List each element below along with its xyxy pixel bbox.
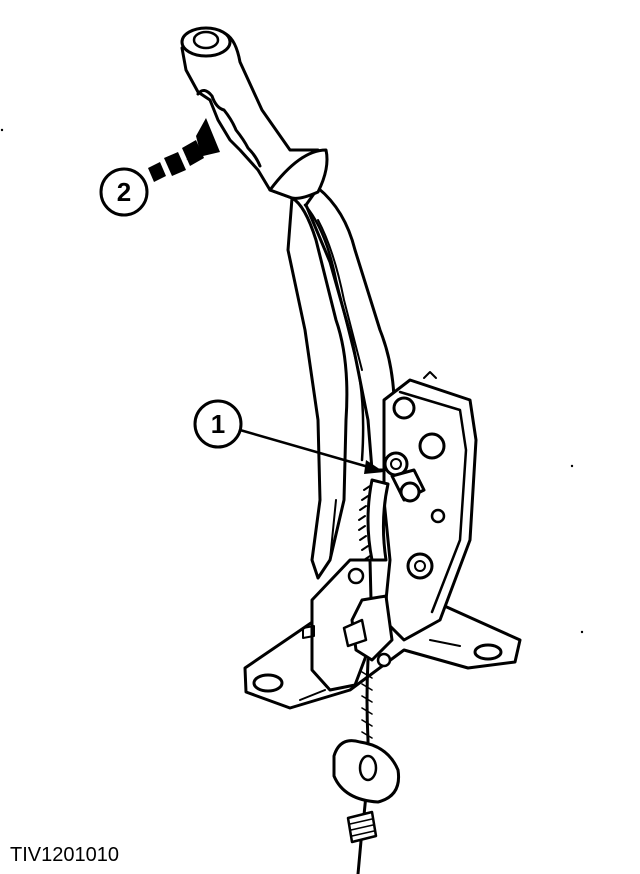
housing-hole-lower xyxy=(406,552,434,580)
callout-1-label: 1 xyxy=(211,409,225,439)
cable-grommet xyxy=(332,739,401,804)
cable-clevis xyxy=(342,594,394,668)
ratchet-sector xyxy=(358,478,390,562)
scan-speck xyxy=(580,630,584,634)
housing-hole-upper xyxy=(418,432,446,460)
handle-end-button xyxy=(180,26,232,58)
release-pawl xyxy=(383,451,426,503)
pawl-roller xyxy=(399,481,421,503)
brake-cable xyxy=(332,658,401,874)
lever-handle-grip xyxy=(180,26,329,200)
ratchet-housing xyxy=(382,371,478,642)
handle-collar xyxy=(268,148,329,200)
scan-speck xyxy=(570,464,574,468)
scan-speck xyxy=(0,128,4,132)
callout-2-circle xyxy=(99,167,149,217)
lever-arm xyxy=(286,186,396,580)
callout-2: 2 xyxy=(99,167,149,217)
support-bracket xyxy=(302,558,374,692)
clevis-pin xyxy=(376,652,392,668)
callout-2-label: 2 xyxy=(117,177,131,207)
callout-1: 1 xyxy=(193,399,384,474)
housing-bolt-top xyxy=(392,396,416,420)
callout-1-arrowhead xyxy=(364,460,384,474)
housing-rivet xyxy=(430,508,446,524)
mounting-hole-right xyxy=(473,643,503,661)
mounting-hole-left xyxy=(252,673,284,693)
figure-reference-code: TIV1201010 xyxy=(10,844,119,866)
pull-direction-arrow xyxy=(148,118,220,182)
callout-1-leader-line xyxy=(239,428,373,470)
bracket-pivot-bolt xyxy=(347,567,365,585)
callout-1-circle xyxy=(193,399,243,449)
